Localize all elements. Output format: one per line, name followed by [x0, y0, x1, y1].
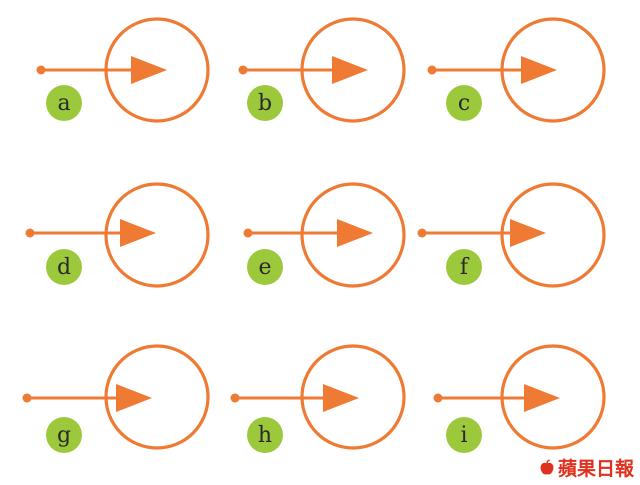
- arrow-head-e: [337, 219, 373, 247]
- arrow-start-dot-h: [230, 393, 240, 403]
- label-c: c: [458, 91, 470, 116]
- label-b: b: [258, 91, 272, 116]
- arrow-head-b: [332, 56, 368, 84]
- panel-e: e: [243, 182, 406, 288]
- panel-a: a: [36, 17, 210, 123]
- arrow-head-d: [120, 219, 156, 247]
- label-badge-i: [446, 417, 482, 453]
- panel-c: c: [427, 17, 606, 123]
- arrow-start-dot-i: [433, 393, 443, 403]
- apple-logo-icon: [540, 458, 554, 475]
- label-badge-c: [446, 85, 482, 121]
- panel-g: g: [22, 344, 210, 453]
- panel-h: h: [230, 344, 406, 453]
- arrow-start-dot-c: [427, 65, 437, 75]
- arrow-head-i: [524, 384, 560, 412]
- label-badge-a: [46, 85, 82, 121]
- label-badge-h: [247, 417, 283, 453]
- label-h: h: [258, 423, 272, 448]
- arrow-head-a: [131, 56, 167, 84]
- watermark: 蘋果日報: [538, 454, 634, 481]
- label-badge-b: [247, 85, 283, 121]
- label-d: d: [57, 255, 71, 280]
- label-i: i: [460, 423, 467, 448]
- circle-e: [300, 182, 406, 288]
- panel-i: i: [433, 344, 606, 453]
- label-e: e: [258, 255, 271, 280]
- panel-b: b: [238, 17, 406, 123]
- label-badge-d: [46, 249, 82, 285]
- panel-d: d: [25, 182, 210, 288]
- arrow-start-dot-e: [243, 228, 253, 238]
- label-badge-f: [446, 249, 482, 285]
- label-badge-g: [46, 417, 82, 453]
- arrow-start-dot-a: [36, 65, 46, 75]
- label-f: f: [460, 255, 470, 280]
- circle-d: [104, 182, 210, 288]
- arrow-start-dot-d: [25, 228, 35, 238]
- label-g: g: [57, 423, 71, 448]
- arrow-head-c: [521, 56, 557, 84]
- label-badge-e: [247, 249, 283, 285]
- watermark-text: 蘋果日報: [557, 458, 634, 480]
- arrow-head-f: [510, 219, 546, 247]
- arrow-head-g: [116, 384, 152, 412]
- label-a: a: [57, 91, 70, 116]
- arrow-start-dot-b: [238, 65, 248, 75]
- circle-f: [500, 182, 606, 288]
- arrow-start-dot-f: [417, 228, 427, 238]
- arrow-head-h: [323, 384, 359, 412]
- arrow-start-dot-g: [22, 393, 32, 403]
- panel-f: f: [417, 182, 606, 288]
